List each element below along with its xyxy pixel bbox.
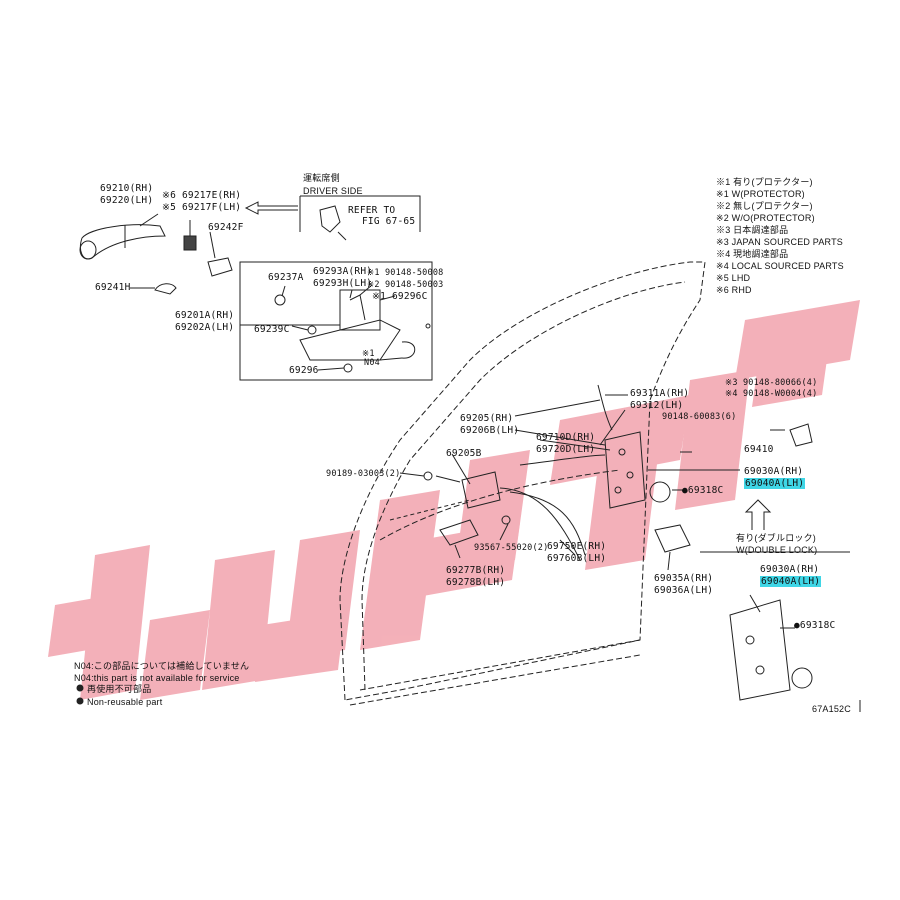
part-90148-50003[interactable]: ※2 90148-50003 (367, 280, 444, 290)
part-69040a-highlight: 69040A(LH) (744, 478, 806, 489)
legend-item: ※6 RHD (716, 285, 752, 295)
note-n04-en: N04:this part is not available for servi… (74, 673, 240, 683)
double-lock-en: W(DOUBLE LOCK) (736, 545, 818, 555)
part-69311a[interactable]: 69311A(RH) (630, 388, 690, 399)
part-69750e[interactable]: 69750E(RH) (547, 541, 607, 552)
part-90148-50008[interactable]: ※1 90148-50008 (367, 268, 444, 278)
part-69035a[interactable]: 69035A(RH) (654, 573, 714, 584)
part-69318c-double[interactable]: ●69318C (794, 620, 836, 631)
part-69201a[interactable]: 69201A(RH) (175, 310, 235, 321)
figure-id: 67A152C (812, 704, 851, 714)
part-69410[interactable]: 69410 (744, 444, 774, 455)
part-69220[interactable]: 69220(LH) (100, 195, 154, 206)
legend-item: ※2 無し(プロテクター) (716, 201, 813, 211)
refer-to-label: REFER TO (348, 205, 396, 216)
part-69202a[interactable]: 69202A(LH) (175, 322, 235, 333)
note-star: ※1 (362, 349, 375, 359)
part-69040a-double-highlight: 69040A(LH) (760, 576, 822, 587)
part-69293a[interactable]: 69293A(RH) (313, 266, 373, 277)
part-69036a[interactable]: 69036A(LH) (654, 585, 714, 596)
part-90148-60083[interactable]: 90148-60083(6) (662, 412, 737, 422)
part-69710d[interactable]: 69710D(RH) (536, 432, 596, 443)
legend-item: ※4 LOCAL SOURCED PARTS (716, 261, 844, 271)
legend-item: ※2 W/O(PROTECTOR) (716, 213, 815, 223)
part-69217e[interactable]: ※6 69217E(RH) (162, 190, 242, 201)
part-69278b[interactable]: 69278B(LH) (446, 577, 506, 588)
part-69205b[interactable]: 69205B (446, 448, 482, 459)
part-90148-w0004[interactable]: ※4 90148-W0004(4) (725, 389, 818, 399)
part-90148-80066[interactable]: ※3 90148-80066(4) (725, 378, 818, 388)
legend-item: ※5 LHD (716, 273, 751, 283)
part-69040a-double[interactable]: 69040A(LH) (760, 576, 822, 588)
double-lock-jp: 有り(ダブルロック) (736, 533, 816, 543)
part-69217f[interactable]: ※5 69217F(LH) (162, 202, 242, 213)
part-69040a[interactable]: 69040A(LH) (744, 478, 806, 490)
part-69296c[interactable]: ※1 69296C (372, 291, 428, 302)
legend-item: ※1 有り(プロテクター) (716, 177, 813, 187)
part-69239c[interactable]: 69239C (254, 324, 290, 335)
part-69241h[interactable]: 69241H (95, 282, 131, 293)
part-69293h[interactable]: 69293H(LH) (313, 278, 373, 289)
part-69030a-double[interactable]: 69030A(RH) (760, 564, 820, 575)
note-n04-tag: N04 (364, 358, 380, 368)
note-n04-jp: N04:この部品については補給していません (74, 661, 250, 671)
part-69312[interactable]: 69312(LH) (630, 400, 684, 411)
note-nonreusable-en: Non-reusable part (87, 697, 163, 707)
driver-side-jp: 運転席側 (303, 173, 340, 183)
part-69720d[interactable]: 69720D(LH) (536, 444, 596, 455)
part-69760b[interactable]: 69760B(LH) (547, 553, 607, 564)
legend-item: ※3 JAPAN SOURCED PARTS (716, 237, 843, 247)
part-69242f[interactable]: 69242F (208, 222, 244, 233)
legend-item: ※3 日本調達部品 (716, 225, 789, 235)
legend: ※1 有り(プロテクター) ※1 W(PROTECTOR) ※2 無し(プロテク… (716, 176, 844, 296)
part-69206b[interactable]: 69206B(LH) (460, 425, 520, 436)
part-69237a[interactable]: 69237A (268, 272, 304, 283)
legend-item: ※4 現地調達部品 (716, 249, 789, 259)
part-69318c[interactable]: ●69318C (682, 485, 724, 496)
legend-item: ※1 W(PROTECTOR) (716, 189, 805, 199)
part-69296[interactable]: 69296 (289, 365, 319, 376)
part-69210[interactable]: 69210(RH) (100, 183, 154, 194)
part-69030a[interactable]: 69030A(RH) (744, 466, 804, 477)
part-69277b[interactable]: 69277B(RH) (446, 565, 506, 576)
fig-ref-label: FIG 67-65 (362, 216, 416, 227)
part-93567[interactable]: 93567-55020(2) (474, 543, 549, 553)
part-69205[interactable]: 69205(RH) (460, 413, 514, 424)
note-nonreusable-jp: 再使用不可部品 (87, 684, 152, 694)
part-90189-03003[interactable]: 90189-03003(2) (326, 469, 401, 479)
driver-side-en: DRIVER SIDE (303, 186, 363, 196)
